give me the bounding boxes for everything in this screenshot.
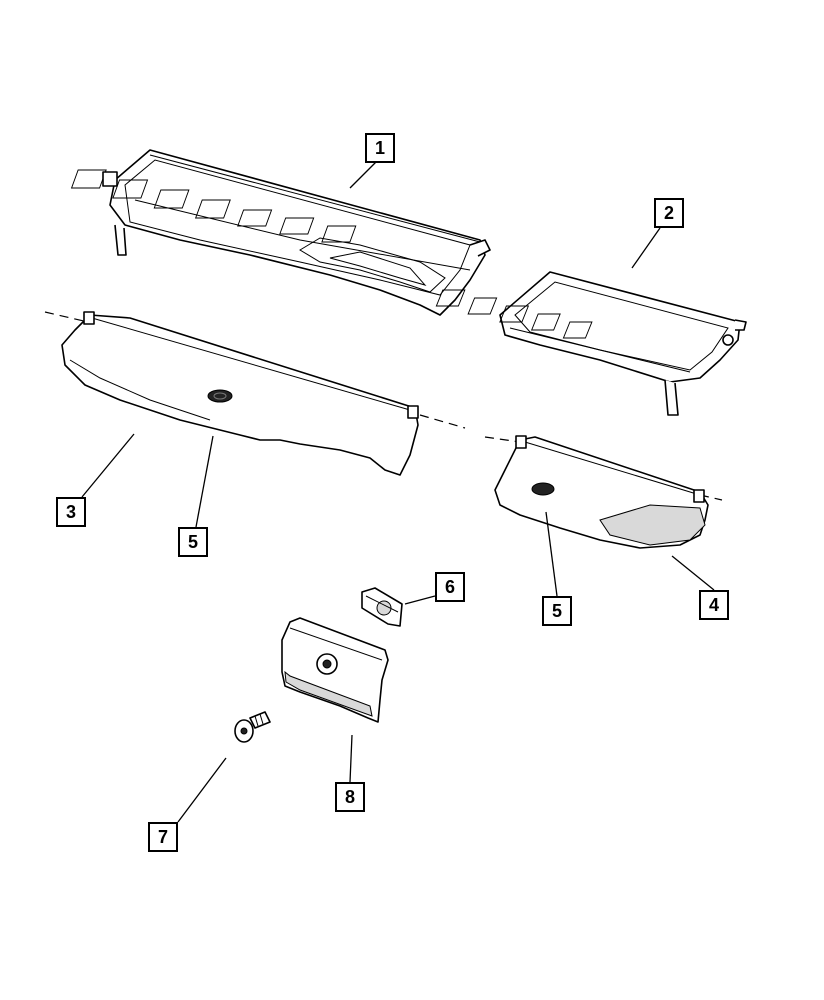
clip-part [361, 587, 403, 627]
seat-back-panel-small [484, 435, 723, 549]
callout-3: 3 [56, 497, 86, 527]
callout-5-right: 5 [542, 596, 572, 626]
screw-part [234, 711, 271, 743]
seat-back-panel-large [44, 311, 466, 476]
seat-back-frame-large [70, 149, 491, 316]
callout-2: 2 [654, 198, 684, 228]
callout-6: 6 [435, 572, 465, 602]
leader-lines [81, 161, 715, 823]
callout-8: 8 [335, 782, 365, 812]
callout-4: 4 [699, 590, 729, 620]
callout-1: 1 [365, 133, 395, 163]
latch-cover-part [281, 617, 389, 723]
seat-back-frame-small [435, 271, 747, 416]
callout-7: 7 [148, 822, 178, 852]
callout-5-left: 5 [178, 527, 208, 557]
